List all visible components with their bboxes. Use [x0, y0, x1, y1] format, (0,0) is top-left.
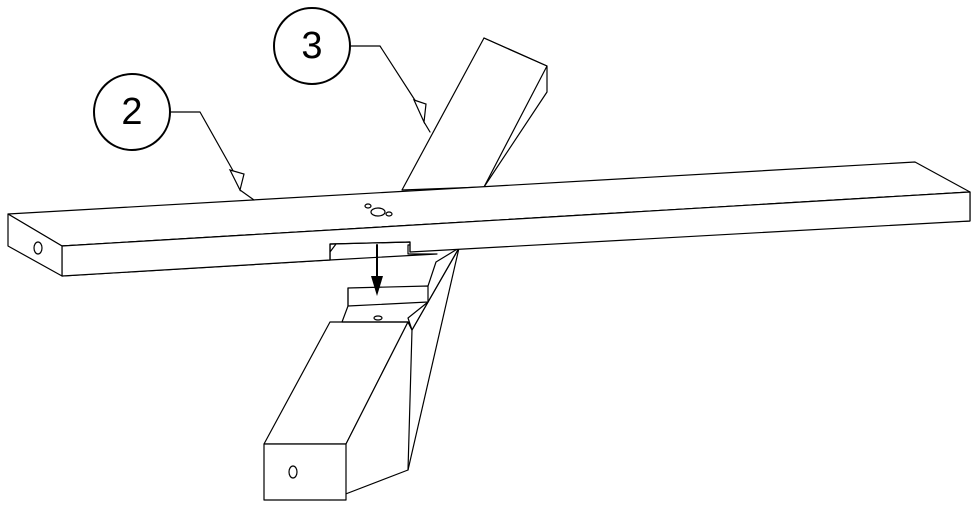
callout-3-circle	[273, 7, 351, 85]
beam-3-notch-hole	[373, 315, 383, 321]
beam-2	[7, 161, 971, 277]
callout-2-circle	[93, 73, 171, 151]
beam-3-end-hole	[288, 465, 298, 479]
beam-2-small-hole-left	[364, 203, 372, 209]
callout-3-label: 3	[301, 25, 322, 67]
beam-3-end-face	[263, 443, 347, 501]
beam-2-small-hole-right	[385, 211, 393, 217]
beam-3-lower	[263, 247, 460, 501]
callout-3: 3	[273, 7, 431, 133]
beam-2-center-hole	[370, 207, 386, 217]
callout-2: 2	[93, 73, 255, 201]
insertion-arrow	[371, 244, 383, 296]
callout-2-label: 2	[121, 91, 142, 133]
beam-2-end-hole	[33, 241, 43, 255]
